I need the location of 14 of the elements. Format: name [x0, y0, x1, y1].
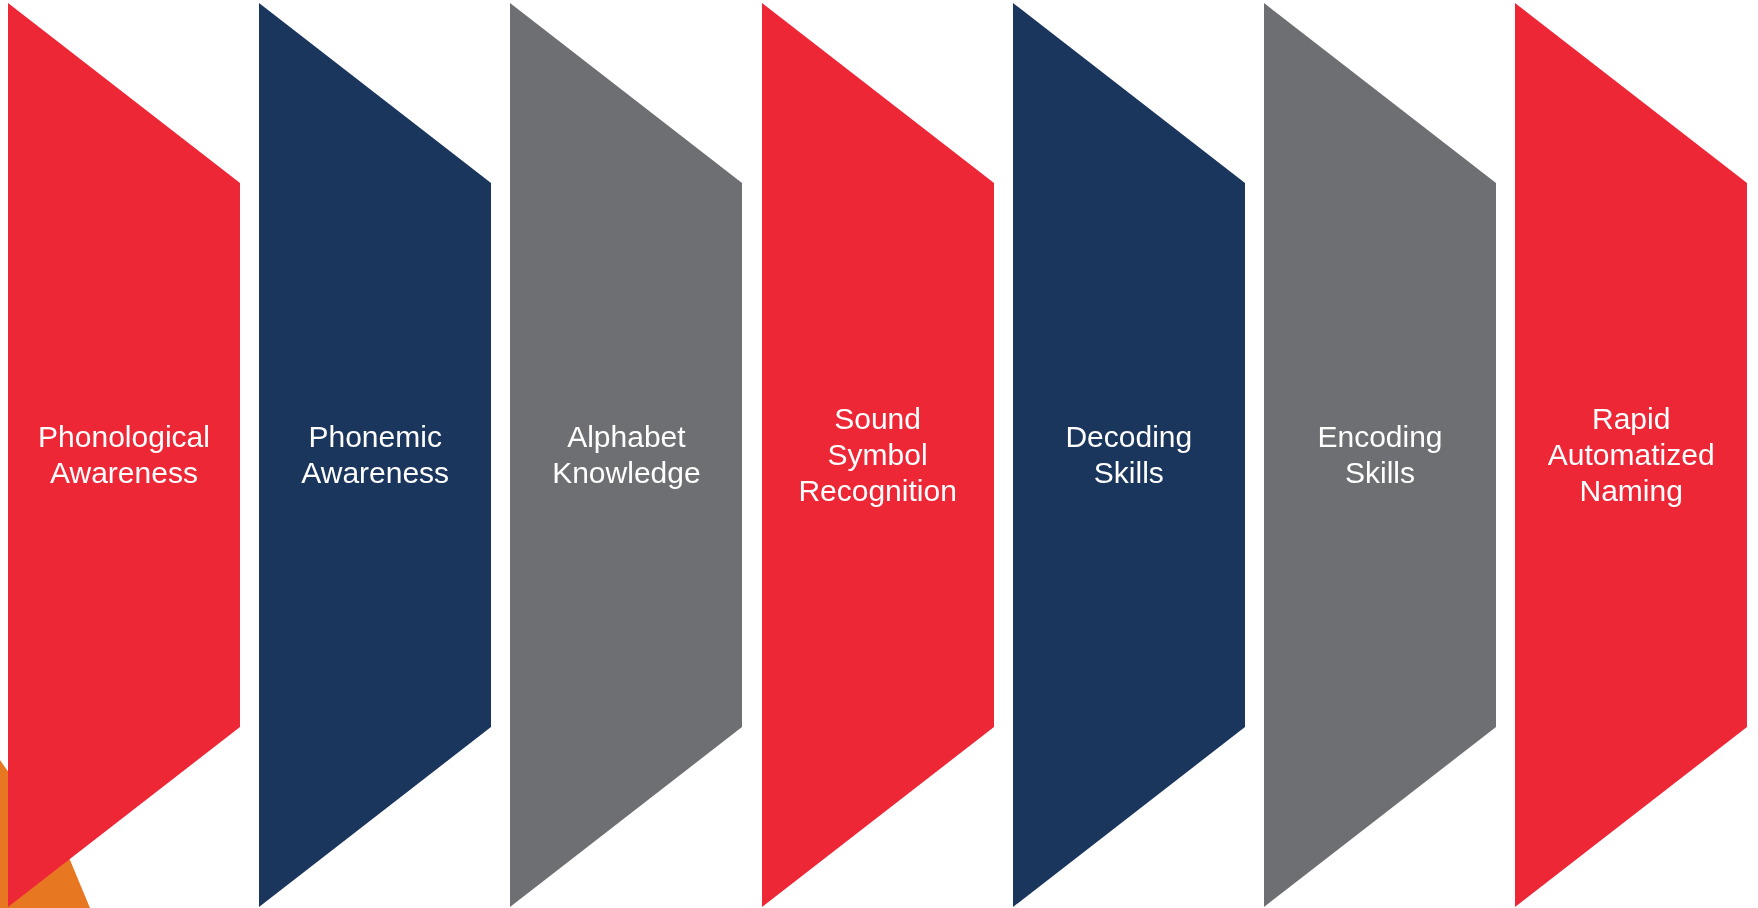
chevron-shape: [259, 3, 492, 907]
step-label: Phonological Awareness: [38, 419, 210, 491]
chevron-shape: [1264, 3, 1496, 907]
chevron-shape: [8, 3, 240, 907]
chevron-shape: [1515, 3, 1748, 907]
chevron-shape: [1012, 3, 1245, 907]
chevron-shape: [761, 3, 994, 907]
step-label: Alphabet Knowledge: [552, 419, 701, 491]
step-label: Encoding Skills: [1317, 419, 1443, 491]
step-label: Decoding Skills: [1065, 419, 1193, 491]
chevron-shape: [510, 3, 743, 907]
step-label: Rapid Automatized Naming: [1547, 401, 1715, 509]
step-label: Sound Symbol Recognition: [798, 401, 957, 509]
step-label: Phonemic Awareness: [301, 419, 450, 491]
